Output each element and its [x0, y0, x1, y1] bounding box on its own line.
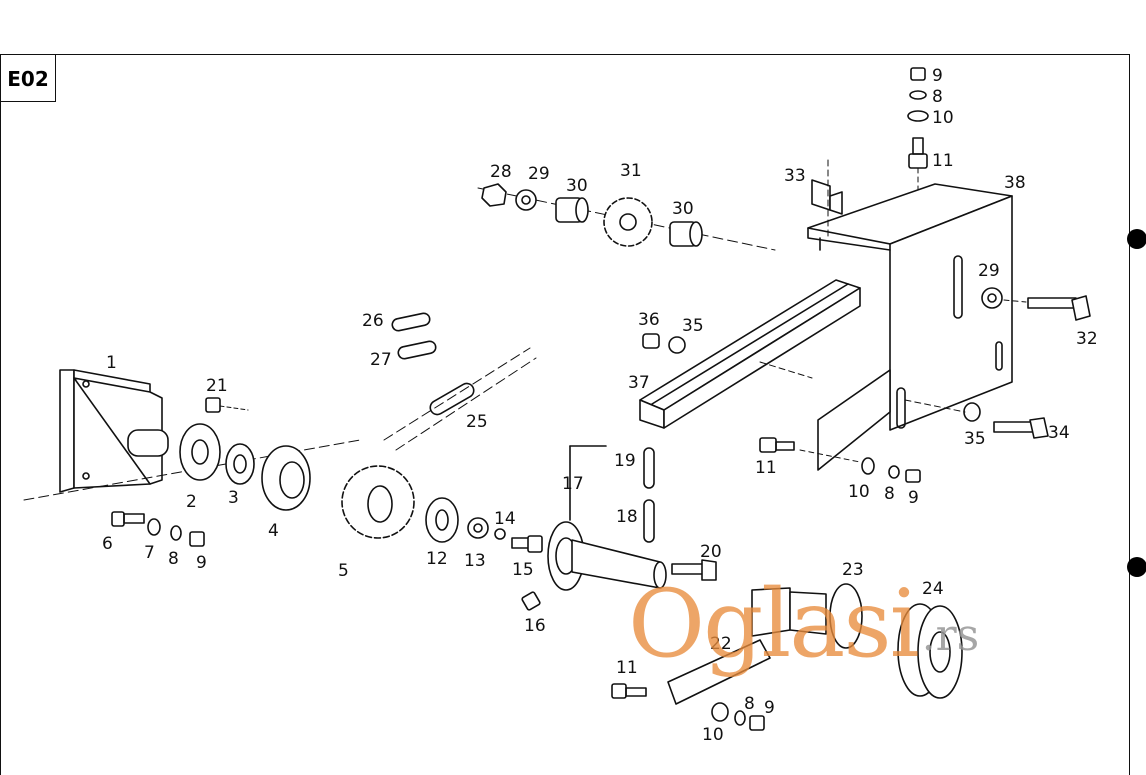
label-11: 11: [932, 151, 954, 171]
parts-diagram-page: E02: [0, 54, 1146, 775]
label-14: 14: [494, 509, 516, 529]
label-9d: 9: [764, 698, 775, 718]
label-18: 18: [616, 507, 638, 527]
exploded-view-drawing: 9 8 10 11 38 33 28 29 30 31 30 29 32 36 …: [23, 66, 1098, 740]
label-1: 1: [106, 353, 117, 373]
label-9: 9: [932, 66, 943, 86]
label-8: 8: [932, 87, 943, 107]
label-28: 28: [490, 162, 512, 182]
label-31: 31: [620, 161, 642, 181]
label-33: 33: [784, 166, 806, 186]
label-8b: 8: [884, 484, 895, 504]
housing-bracket: [807, 183, 1013, 471]
label-26: 26: [362, 311, 384, 331]
label-25: 25: [466, 412, 488, 432]
label-34: 34: [1048, 423, 1070, 443]
label-30b: 30: [672, 199, 694, 219]
label-38: 38: [1004, 173, 1026, 193]
label-24: 24: [922, 579, 944, 599]
label-35: 35: [682, 316, 704, 336]
label-8d: 8: [744, 694, 755, 714]
label-10c: 10: [702, 725, 724, 740]
label-11c: 11: [616, 658, 638, 678]
label-32: 32: [1076, 329, 1098, 349]
label-9b: 9: [908, 488, 919, 508]
binder-hole-top: [1127, 229, 1146, 249]
label-36: 36: [638, 310, 660, 330]
label-5: 5: [338, 561, 349, 581]
label-11b: 11: [755, 458, 777, 478]
label-7: 7: [144, 543, 155, 563]
label-29: 29: [528, 164, 550, 184]
drive-shaft-hub: [547, 445, 667, 591]
label-6: 6: [102, 534, 113, 554]
label-16: 16: [524, 616, 546, 636]
upper-sprocket-row: [477, 183, 776, 251]
diagram-code: E02: [0, 54, 56, 102]
guide-assembly: [667, 583, 963, 705]
label-13: 13: [464, 551, 486, 571]
label-20: 20: [700, 542, 722, 562]
top-fastener-stack: [907, 67, 929, 191]
label-10b: 10: [848, 482, 870, 502]
label-22: 22: [710, 634, 732, 654]
label-15: 15: [512, 560, 534, 580]
page-frame: [0, 54, 1130, 775]
slide-rail: [639, 279, 861, 429]
label-8c: 8: [168, 549, 179, 569]
label-37: 37: [628, 373, 650, 393]
part-number-labels: 9 8 10 11 38 33 28 29 30 31 30 29 32 36 …: [102, 66, 1098, 740]
label-35b: 35: [964, 429, 986, 449]
label-4: 4: [268, 521, 279, 541]
gearbox-assembly: [23, 369, 543, 553]
binder-hole-bottom: [1127, 557, 1146, 577]
label-12: 12: [426, 549, 448, 569]
label-10: 10: [932, 108, 954, 128]
label-29b: 29: [978, 261, 1000, 281]
label-9c: 9: [196, 553, 207, 573]
angle-bracket-part: [811, 159, 843, 241]
label-27: 27: [370, 350, 392, 370]
label-17: 17: [562, 474, 584, 494]
label-30: 30: [566, 176, 588, 196]
label-23: 23: [842, 560, 864, 580]
label-2: 2: [186, 492, 197, 512]
chain-links: [383, 312, 537, 451]
label-21: 21: [206, 376, 228, 396]
lower-fastener-row: [111, 511, 205, 547]
label-3: 3: [228, 488, 239, 508]
label-19: 19: [614, 451, 636, 471]
